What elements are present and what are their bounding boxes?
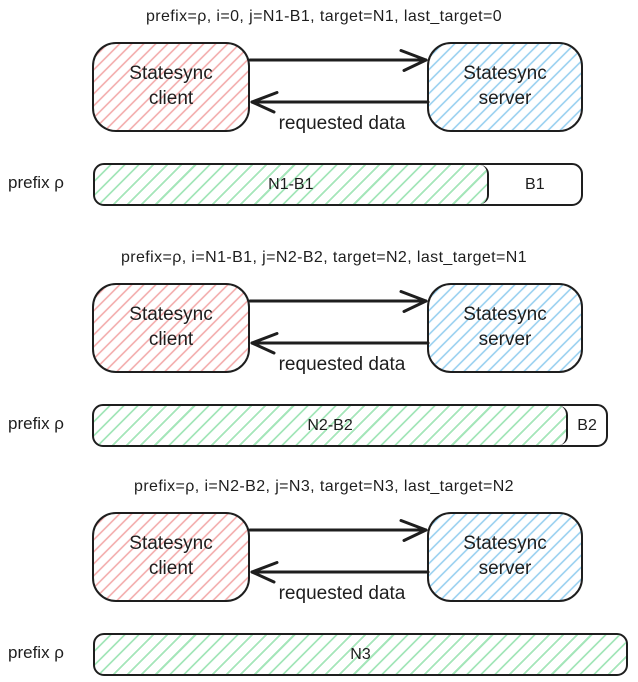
sync-round-2: prefix=ρ, i=N1-B1, j=N2-B2, target=N2, l… xyxy=(0,241,638,455)
remaining-segment: B1 xyxy=(489,165,581,204)
statesync-server-box: Statesync server xyxy=(427,512,583,602)
synced-segment-label: N3 xyxy=(350,645,371,663)
prefix-rho-label: prefix ρ xyxy=(8,643,64,662)
statesync-server-box: Statesync server xyxy=(427,42,583,132)
request-arrowhead-icon xyxy=(399,49,428,72)
client-box-label: Statesync client xyxy=(129,533,213,579)
response-arrowhead-icon xyxy=(250,91,279,114)
synced-segment-label: N2-B2 xyxy=(307,416,353,434)
synced-segment: N2-B2 xyxy=(94,406,569,445)
state-progress-bar: N2-B2 B2 xyxy=(92,404,608,447)
sync-round-1: prefix=ρ, i=0, j=N1-B1, target=N1, last_… xyxy=(0,0,638,214)
request-response-arrows xyxy=(248,290,430,355)
server-box-label: Statesync server xyxy=(463,533,547,579)
synced-segment: N1-B1 xyxy=(95,165,489,204)
remaining-segment-label: B2 xyxy=(577,416,597,434)
request-arrowhead-icon xyxy=(399,290,428,313)
request-arrowhead-icon xyxy=(399,519,428,542)
statesync-server-box: Statesync server xyxy=(427,283,583,373)
request-response-arrows xyxy=(248,49,430,114)
client-box-label: Statesync client xyxy=(129,304,213,350)
statesync-client-box: Statesync client xyxy=(92,283,250,373)
state-progress-bar: N3 xyxy=(93,633,628,676)
prefix-rho-label: prefix ρ xyxy=(8,414,64,433)
statesync-client-box: Statesync client xyxy=(92,512,250,602)
synced-segment: N3 xyxy=(95,635,626,674)
round-1-params-title: prefix=ρ, i=0, j=N1-B1, target=N1, last_… xyxy=(145,8,503,25)
prefix-rho-label: prefix ρ xyxy=(8,173,64,192)
response-arrowhead-icon xyxy=(250,332,279,355)
round-3-params-title: prefix=ρ, i=N2-B2, j=N3, target=N3, last… xyxy=(134,478,514,495)
request-response-arrows xyxy=(248,519,430,584)
server-box-label: Statesync server xyxy=(463,304,547,350)
statesync-client-box: Statesync client xyxy=(92,42,250,132)
synced-segment-label: N1-B1 xyxy=(268,175,314,193)
remaining-segment-label: B1 xyxy=(525,175,545,193)
remaining-segment: B2 xyxy=(568,406,606,445)
requested-data-label: requested data xyxy=(278,354,406,375)
response-arrowhead-icon xyxy=(250,561,279,584)
sync-round-3: prefix=ρ, i=N2-B2, j=N3, target=N3, last… xyxy=(0,470,638,682)
requested-data-label: requested data xyxy=(278,583,406,604)
round-2-params-title: prefix=ρ, i=N1-B1, j=N2-B2, target=N2, l… xyxy=(120,249,528,266)
requested-data-label: requested data xyxy=(278,113,406,134)
server-box-label: Statesync server xyxy=(463,63,547,109)
state-progress-bar: N1-B1 B1 xyxy=(93,163,583,206)
client-box-label: Statesync client xyxy=(129,63,213,109)
